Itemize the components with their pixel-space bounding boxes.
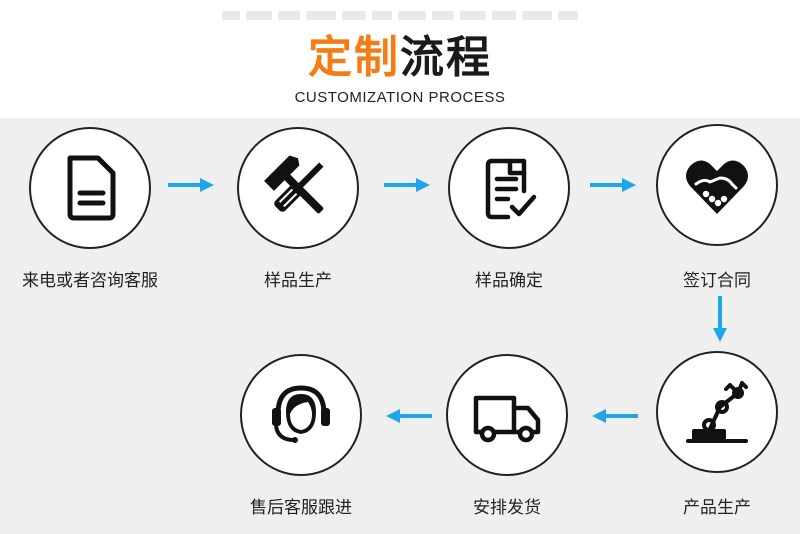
hammer-screwdriver-icon [264, 155, 324, 214]
step-7-circle [240, 354, 362, 476]
robot-arm-icon [686, 381, 748, 443]
arrow-left-icon [386, 409, 432, 423]
document-icon [67, 155, 116, 221]
step-6-circle [446, 354, 568, 476]
step-7-label: 售后客服跟进 [250, 498, 352, 518]
step-2-circle [237, 127, 359, 249]
decorative-header-text [200, 8, 600, 22]
handshake-heart-icon [686, 160, 748, 214]
step-5-circle [656, 351, 778, 473]
step-1-label: 来电或者咨询客服 [22, 271, 158, 291]
step-6-label: 安排发货 [473, 498, 541, 518]
arrow-left-icon [592, 409, 638, 423]
step-3-label: 样品确定 [475, 271, 543, 291]
step-5-label: 产品生产 [683, 498, 751, 518]
step-2-label: 样品生产 [264, 271, 332, 291]
checklist-icon [485, 158, 537, 220]
page-title: 定制流程 [0, 30, 800, 86]
headset-agent-icon [272, 385, 330, 443]
page-subtitle: CUSTOMIZATION PROCESS [294, 89, 506, 106]
delivery-truck-icon [473, 395, 541, 443]
title-highlight: 定制 [308, 32, 400, 83]
step-4-label: 签订合同 [683, 271, 751, 291]
arrow-right-icon [384, 178, 430, 192]
title-rest: 流程 [400, 32, 492, 83]
arrow-down-icon [713, 296, 727, 342]
step-3-circle [448, 127, 570, 249]
step-1-circle [29, 127, 151, 249]
arrow-right-icon [168, 178, 214, 192]
step-4-circle [656, 124, 778, 246]
arrow-right-icon [590, 178, 636, 192]
header: 定制流程 CUSTOMIZATION PROCESS [0, 0, 800, 118]
